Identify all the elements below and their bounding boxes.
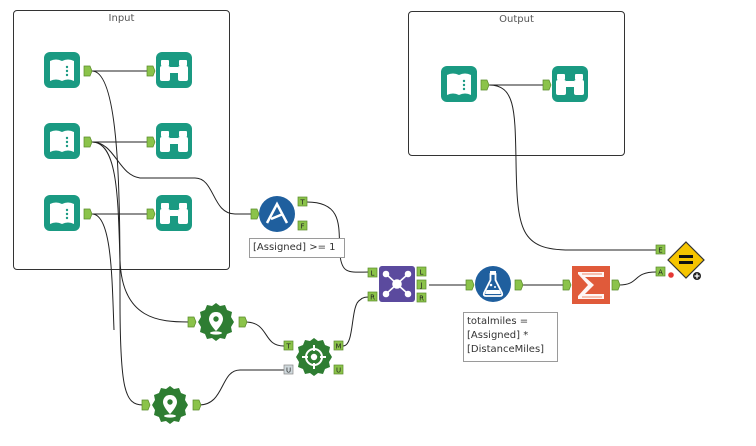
connection	[342, 296, 371, 347]
input-data-tool-1[interactable]	[44, 52, 104, 92]
connection	[244, 321, 285, 347]
connection	[91, 70, 144, 406]
create-point-tool-2[interactable]	[139, 383, 203, 427]
binoculars-icon	[160, 60, 188, 81]
book-icon	[50, 59, 74, 81]
input-container[interactable]: Input	[13, 10, 230, 270]
formula-annotation-line-2: [Assigned] *	[467, 330, 529, 341]
formula-annotation-line-1: totalmiles =	[467, 316, 529, 327]
browse-tool-3[interactable]	[144, 195, 194, 235]
equals-diamond-icon	[679, 255, 693, 264]
formula-annotation-line-3: [DistanceMiles]	[467, 344, 545, 355]
output-container-title: Output	[499, 14, 534, 25]
input-data-tool-output[interactable]	[441, 66, 501, 106]
message-tool[interactable]: E A	[653, 238, 709, 286]
filter-annotation: [Assigned] >= 1	[249, 238, 345, 258]
summarize-tool[interactable]	[560, 263, 624, 307]
connection	[91, 141, 251, 215]
filter-triangle-icon	[265, 201, 289, 224]
filter-tool[interactable]: T F	[248, 192, 318, 238]
create-point-tool-1[interactable]	[185, 300, 249, 344]
output-container[interactable]: Output	[408, 11, 625, 156]
join-left-output-label: L	[420, 268, 424, 276]
formula-annotation: totalmiles = [Assigned] * [DistanceMiles…	[463, 312, 558, 362]
join-right-input-label: R	[370, 293, 375, 301]
connection	[91, 213, 115, 331]
binoculars-icon	[556, 74, 584, 95]
message-e-anchor-label: E	[658, 246, 662, 254]
map-pin-icon	[209, 312, 223, 335]
crosshair-icon	[302, 345, 326, 369]
spatial-target-anchor-label: T	[285, 342, 291, 350]
book-icon	[447, 73, 471, 95]
join-tool[interactable]: L R L J R	[366, 263, 432, 307]
join-network-icon	[382, 270, 412, 298]
error-indicator-icon	[667, 271, 675, 279]
flask-icon	[482, 271, 504, 297]
connection	[91, 141, 190, 323]
join-right-output-label: R	[419, 294, 424, 302]
spatial-match-anchor-label: M	[335, 342, 341, 350]
browse-tool-1[interactable]	[144, 52, 194, 92]
book-icon	[50, 202, 74, 224]
browse-tool-2[interactable]	[144, 123, 194, 163]
input-data-tool-2[interactable]	[44, 123, 104, 163]
browse-tool-output[interactable]	[540, 66, 590, 106]
spatial-universe-anchor-label: U	[286, 366, 291, 374]
filter-true-anchor-label: T	[299, 198, 305, 206]
formula-tool[interactable]	[463, 263, 525, 307]
binoculars-icon	[160, 203, 188, 224]
join-left-input-label: L	[371, 269, 375, 277]
connection	[488, 84, 656, 251]
sigma-icon	[578, 272, 604, 299]
binoculars-icon	[160, 131, 188, 152]
join-join-output-label: J	[419, 281, 422, 289]
spatial-match-tool[interactable]: T U M U	[282, 335, 348, 381]
input-container-title: Input	[108, 13, 135, 24]
filter-annotation-text: [Assigned] >= 1	[253, 242, 336, 253]
connection	[618, 271, 657, 286]
connection	[198, 369, 284, 406]
map-pin-icon	[163, 395, 177, 418]
book-icon	[50, 130, 74, 152]
spatial-unmatched-anchor-label: U	[336, 366, 341, 374]
message-a-anchor-label: A	[658, 268, 663, 276]
filter-false-anchor-label: F	[300, 222, 304, 230]
input-data-tool-3[interactable]	[44, 195, 104, 235]
